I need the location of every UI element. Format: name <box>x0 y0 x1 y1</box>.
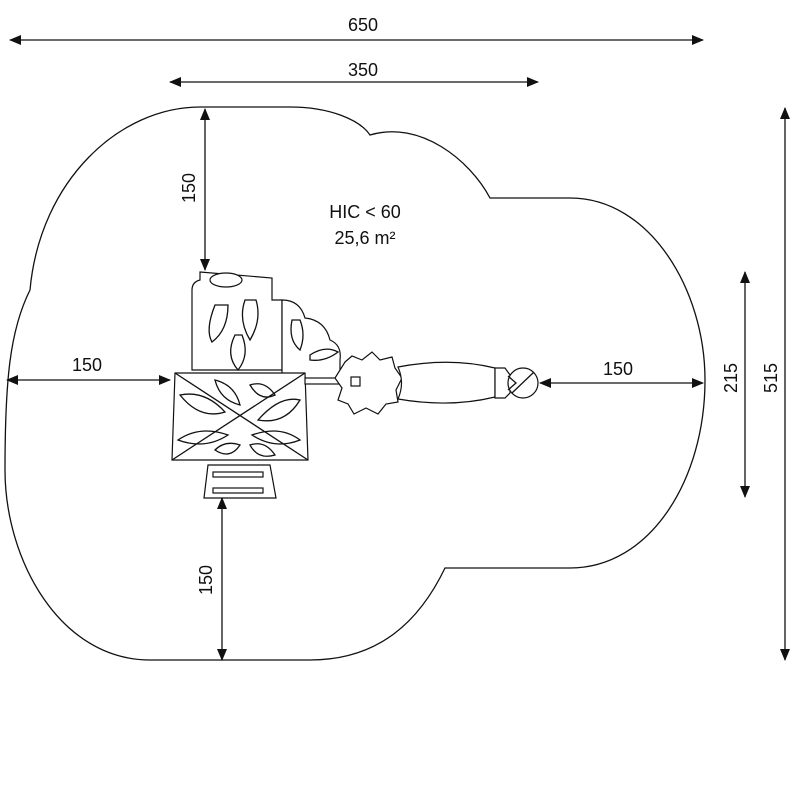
safety-zone-outline <box>4 106 706 661</box>
surface-area-label: 25,6 m² <box>334 228 395 248</box>
hic-label: HIC < 60 <box>329 202 401 222</box>
label-equipment-depth: 215 <box>721 363 741 393</box>
label-total-width: 650 <box>348 15 378 35</box>
play-equipment <box>171 271 539 499</box>
label-total-depth: 515 <box>761 363 781 393</box>
label-left-clearance: 150 <box>72 355 102 375</box>
label-bottom-clearance: 150 <box>196 565 216 595</box>
label-top-clearance: 150 <box>179 173 199 203</box>
label-equipment-width: 350 <box>348 60 378 80</box>
label-right-clearance: 150 <box>603 359 633 379</box>
